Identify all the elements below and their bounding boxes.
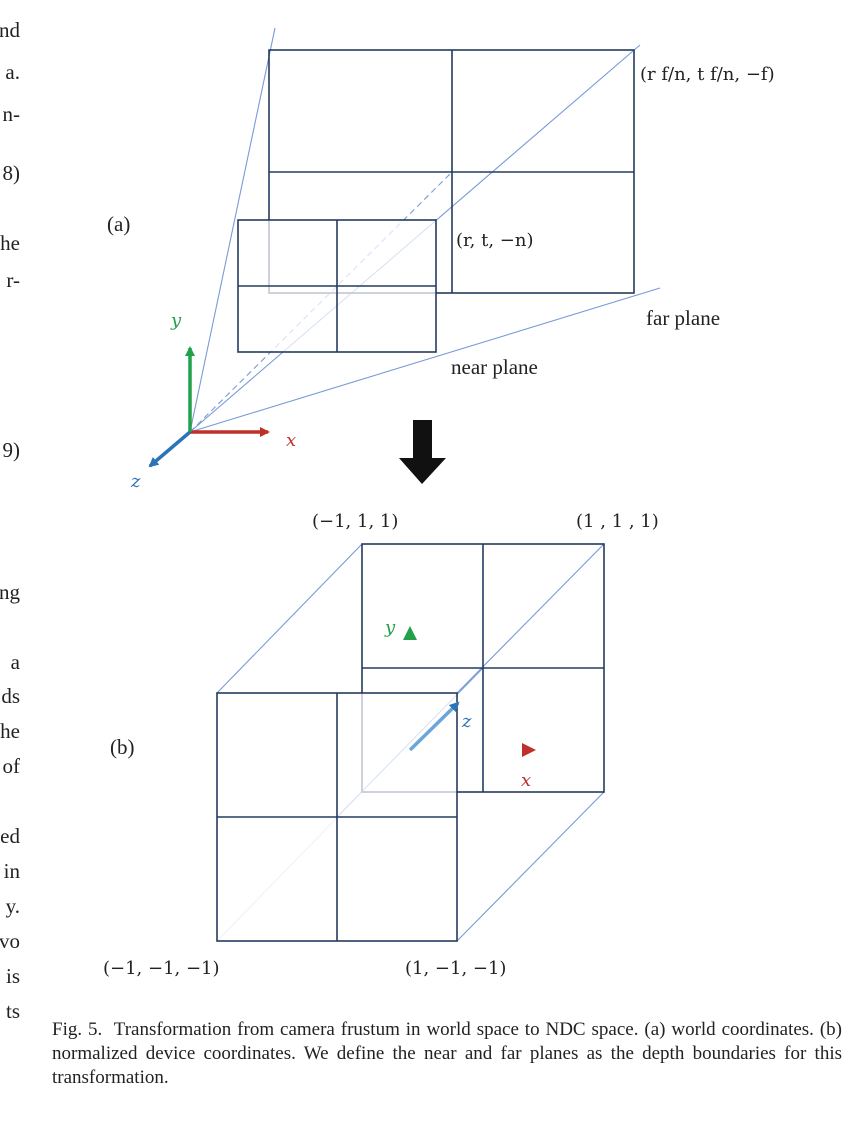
text-fragment: a xyxy=(10,650,20,674)
panel-a-label: (a) xyxy=(107,212,130,236)
corner-top-right-label: (1 , 1 , 1) xyxy=(576,511,659,532)
far-plane-grid xyxy=(268,49,635,294)
ndc-transformation-figure: (a) (r f/n, t f/n, −f) (r, t, −n) far pl… xyxy=(103,27,775,979)
frustum-edge-bottom xyxy=(189,287,661,433)
x-axis-label: x xyxy=(521,770,531,791)
text-fragment: of xyxy=(2,754,21,778)
text-fragment: n- xyxy=(2,102,21,126)
x-axis-label: x xyxy=(286,430,296,451)
text-fragment: nd xyxy=(0,18,20,42)
caption-text: Transformation from camera frustum in wo… xyxy=(52,1019,842,1088)
panel-a: (a) (r f/n, t f/n, −f) (r, t, −n) far pl… xyxy=(107,27,775,492)
corner-bottom-right-label: (1, −1, −1) xyxy=(405,958,506,979)
text-fragment: he xyxy=(0,231,20,255)
z-axis-arrow xyxy=(148,430,192,468)
panel-b-label: (b) xyxy=(110,735,135,759)
text-fragment: 8) xyxy=(2,161,21,185)
text-fragment: is xyxy=(5,964,20,988)
transform-down-arrow xyxy=(399,420,446,484)
near-plane-label: near plane xyxy=(451,355,538,379)
y-axis-label: y xyxy=(170,310,182,331)
text-fragment: vo xyxy=(0,929,20,953)
text-fragment: 9) xyxy=(2,438,21,462)
text-fragment: r- xyxy=(6,268,20,292)
text-fragment: he xyxy=(0,719,20,743)
text-fragment: y. xyxy=(5,894,20,918)
z-axis-label: z xyxy=(130,471,141,492)
text-fragment: ts xyxy=(5,999,20,1023)
near-plane-grid xyxy=(237,219,437,353)
text-fragment: in xyxy=(3,859,20,883)
far-plane-label: far plane xyxy=(646,306,720,330)
text-fragment: ng xyxy=(0,580,20,604)
caption-figure-number: Fig. 5. xyxy=(52,1019,103,1040)
z-axis-label: z xyxy=(461,711,472,732)
text-fragment: a. xyxy=(5,60,20,84)
panel-b: (b) (−1, 1, 1) (1 , 1 , 1) (−1, −1, −1) … xyxy=(103,511,659,979)
figure-caption: Fig. 5. Transformation from camera frust… xyxy=(52,1018,842,1090)
ndc-axes: y x z xyxy=(384,617,536,791)
text-fragment: ed xyxy=(0,824,20,848)
near-corner-label: (r, t, −n) xyxy=(456,230,533,251)
y-axis-label: y xyxy=(384,617,396,638)
camera-axes: x y z xyxy=(130,310,296,492)
z-axis-arrow xyxy=(408,701,460,752)
text-fragment: ds xyxy=(1,684,20,708)
corner-top-left-label: (−1, 1, 1) xyxy=(312,511,398,532)
far-corner-label: (r f/n, t f/n, −f) xyxy=(640,64,775,85)
corner-bottom-left-label: (−1, −1, −1) xyxy=(103,958,220,979)
front-face-grid xyxy=(216,692,458,942)
frustum-edge-top xyxy=(189,27,276,433)
